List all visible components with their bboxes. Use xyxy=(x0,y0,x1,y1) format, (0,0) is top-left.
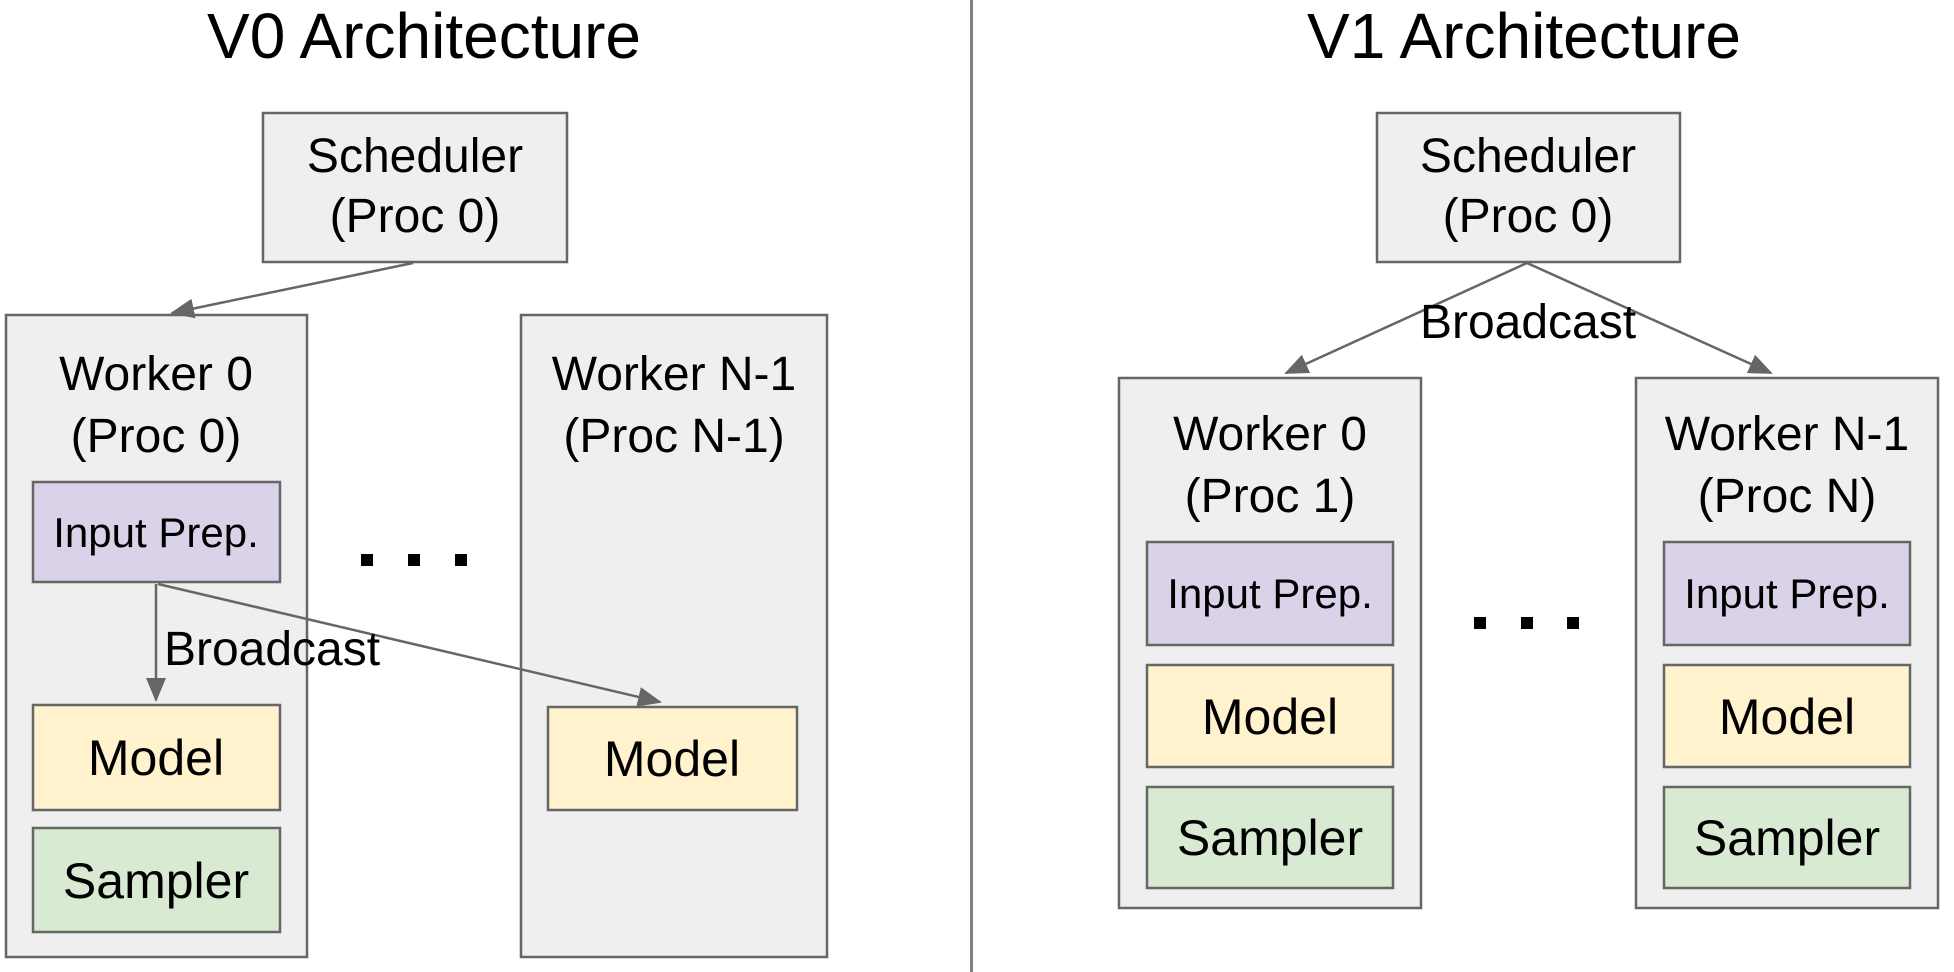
v1-workerN-name: Worker N-1 xyxy=(1665,408,1909,461)
v1-scheduler-name: Scheduler xyxy=(1420,130,1636,183)
v1-workerN-input-prep-box xyxy=(1662,540,1912,647)
v1-workerN-input-prep-label: Input Prep. xyxy=(1684,570,1889,617)
v1-broadcast-label: Broadcast xyxy=(1420,296,1636,349)
v1-worker0-input-prep-label: Input Prep. xyxy=(1167,570,1372,617)
v0-worker0-proc: (Proc 0) xyxy=(71,410,242,463)
v0-scheduler-to-worker0-arrow xyxy=(170,261,414,319)
v1-worker0-model-label: Model xyxy=(1202,689,1338,745)
v1-workerN-model-label: Model xyxy=(1719,689,1855,745)
v0-input-prep-label: Input Prep. xyxy=(53,509,258,556)
v1-scheduler-to-worker0-arrow xyxy=(1284,261,1528,375)
v1-worker0-sampler-label: Sampler xyxy=(1177,810,1363,866)
v1-worker0-model-box xyxy=(1145,663,1395,769)
v1-workerN-model-box xyxy=(1662,663,1912,769)
v0-sampler-label: Sampler xyxy=(63,853,249,909)
v1-worker0-name: Worker 0 xyxy=(1173,408,1367,461)
v0-scheduler-box xyxy=(261,111,569,264)
v0-workerN-model-label: Model xyxy=(604,731,740,787)
v0-title: V0 Architecture xyxy=(207,0,641,72)
v0-architecture: V0 Architecture Scheduler (Proc 0) Worke… xyxy=(4,0,829,959)
v0-broadcast-label: Broadcast xyxy=(164,623,380,676)
v0-worker0-name: Worker 0 xyxy=(59,348,253,401)
v1-scheduler-box xyxy=(1375,111,1682,264)
v0-input-prep-box xyxy=(31,480,282,584)
v0-worker0-model-label: Model xyxy=(88,730,224,786)
v1-architecture: V1 Architecture Scheduler (Proc 0) Broad… xyxy=(1117,0,1940,910)
v1-scheduler-to-workerN-arrow xyxy=(1526,261,1773,375)
v0-inputprep-to-workerN-model-arrow xyxy=(157,582,662,707)
v0-workerN-proc: (Proc N-1) xyxy=(563,410,784,463)
v0-scheduler-proc: (Proc 0) xyxy=(330,190,501,243)
v1-ellipsis-dots xyxy=(1474,617,1579,629)
v1-worker0-input-prep-box xyxy=(1145,540,1395,647)
v0-sampler-box xyxy=(31,826,282,934)
v1-workerN-sampler-label: Sampler xyxy=(1694,810,1880,866)
v0-worker0-model-box xyxy=(31,703,282,812)
v0-scheduler-name: Scheduler xyxy=(307,130,523,183)
v1-workerN-proc: (Proc N) xyxy=(1698,470,1877,523)
v1-title: V1 Architecture xyxy=(1307,0,1741,72)
v1-workerN-sampler-box xyxy=(1662,785,1912,890)
v1-worker0-sampler-box xyxy=(1145,785,1395,890)
v1-worker0-proc: (Proc 1) xyxy=(1185,470,1356,523)
v1-scheduler-proc: (Proc 0) xyxy=(1443,190,1614,243)
v0-workerN-box xyxy=(519,313,829,959)
v0-ellipsis-dots xyxy=(361,554,467,566)
v0-workerN-name: Worker N-1 xyxy=(552,348,796,401)
v0-workerN-model-box xyxy=(546,705,799,812)
